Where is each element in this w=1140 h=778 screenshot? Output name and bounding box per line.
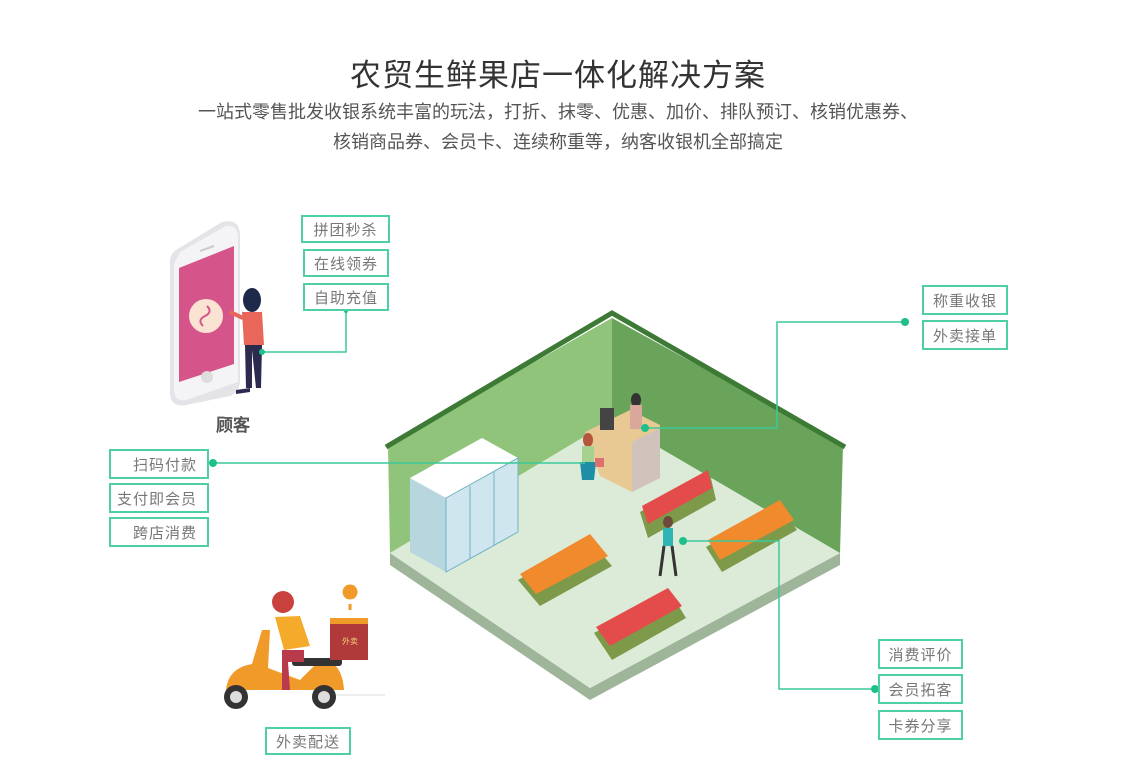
feature-weigh-checkout[interactable]: 称重收银 xyxy=(922,285,1008,315)
page-subtitle-line-1: 一站式零售批发收银系统丰富的玩法，打折、抹零、优惠、加价、排队预订、核销优惠券、 xyxy=(198,102,918,123)
delivery-scooter-illustration xyxy=(224,584,385,709)
connector-lines xyxy=(213,311,905,690)
feature-takeout-orders[interactable]: 外卖接单 xyxy=(922,320,1008,350)
customer-figure xyxy=(229,288,264,394)
feature-cross-store[interactable]: 跨店消费 xyxy=(109,517,209,547)
customer-label: 顾客 xyxy=(216,416,250,436)
feature-scan-pay[interactable]: 扫码付款 xyxy=(109,449,209,479)
feature-group-buy[interactable]: 拼团秒杀 xyxy=(301,215,390,243)
feature-coupon-sharing[interactable]: 卡券分享 xyxy=(878,710,963,740)
feature-online-coupon[interactable]: 在线领券 xyxy=(303,249,389,277)
feature-pay-to-member[interactable]: 支付即会员 xyxy=(109,483,209,513)
store-illustration xyxy=(384,310,847,700)
page-subtitle-line-2: 核销商品券、会员卡、连续称重等，纳客收银机全部搞定 xyxy=(333,132,783,153)
feature-member-acquisition[interactable]: 会员拓客 xyxy=(878,674,963,704)
feature-reviews[interactable]: 消费评价 xyxy=(878,639,963,669)
page-title: 农贸生鲜果店一体化解决方案 xyxy=(350,58,766,94)
feature-delivery[interactable]: 外卖配送 xyxy=(265,727,351,755)
delivery-box-text: 外卖 xyxy=(342,637,358,646)
phone-illustration xyxy=(170,221,240,406)
feature-self-recharge[interactable]: 自助充值 xyxy=(303,283,389,311)
